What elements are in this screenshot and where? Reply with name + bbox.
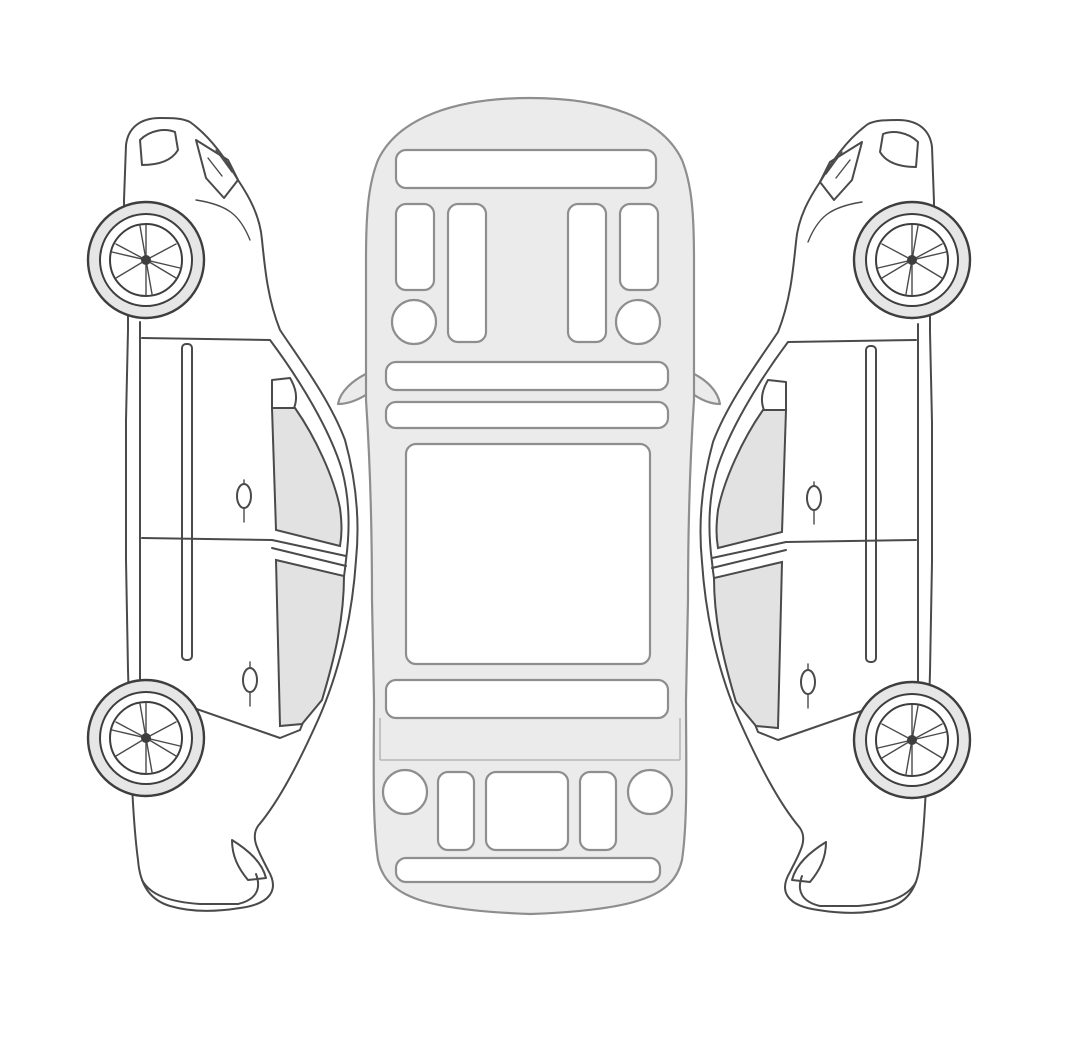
- right-side-mirror[interactable]: [760, 379, 787, 411]
- right-b-pillar-strip[interactable]: [865, 345, 877, 663]
- right-rear-wheel[interactable]: [852, 680, 972, 800]
- top-rear-bumper[interactable]: [394, 856, 662, 884]
- top-roof[interactable]: [404, 442, 652, 666]
- car-right-side-view: [699, 119, 972, 914]
- left-front-grille[interactable]: [195, 139, 239, 199]
- top-front-bumper[interactable]: [394, 148, 658, 190]
- right-front-window[interactable]: [715, 409, 788, 550]
- top-front-left-wheel[interactable]: [390, 298, 438, 346]
- left-front-wheel[interactable]: [86, 200, 206, 320]
- left-grille-slat-2: [215, 149, 233, 173]
- right-door-split: [711, 539, 917, 559]
- top-rear-window[interactable]: [384, 678, 670, 720]
- top-windshield[interactable]: [384, 400, 670, 430]
- left-rear-window[interactable]: [274, 558, 346, 728]
- right-door-split-2: [711, 549, 787, 569]
- right-rear-bumper[interactable]: [798, 875, 917, 907]
- left-front-window[interactable]: [270, 407, 343, 548]
- top-front-left-fender[interactable]: [394, 202, 436, 292]
- left-rear-door-handle[interactable]: [242, 661, 258, 707]
- right-front-wheel[interactable]: [852, 200, 972, 320]
- right-front-headlight[interactable]: [879, 131, 919, 168]
- left-side-mirror[interactable]: [271, 377, 298, 409]
- left-door-split-2: [271, 547, 347, 567]
- right-front-door-handle[interactable]: [806, 481, 822, 525]
- left-tail-light[interactable]: [231, 839, 267, 881]
- right-grille-slat: [835, 159, 851, 179]
- top-rear-left-wheel[interactable]: [381, 768, 429, 816]
- left-front-door-handle[interactable]: [236, 479, 252, 523]
- car-left-side-view: [86, 117, 359, 912]
- left-rear-wheel[interactable]: [86, 678, 206, 798]
- top-rear-right-wheel[interactable]: [626, 768, 674, 816]
- right-rear-window[interactable]: [712, 560, 784, 730]
- left-rear-bumper[interactable]: [141, 873, 260, 905]
- top-front-right-rail[interactable]: [566, 202, 608, 344]
- right-tail-light[interactable]: [791, 841, 827, 883]
- top-trunk-lid[interactable]: [484, 770, 570, 852]
- top-hood-rear-edge[interactable]: [384, 360, 670, 392]
- top-front-right-fender[interactable]: [618, 202, 660, 292]
- left-grille-slat: [207, 157, 223, 177]
- car-top-view: [336, 96, 722, 916]
- right-hood-line: [807, 201, 863, 243]
- left-b-pillar-strip[interactable]: [181, 343, 193, 661]
- top-front-left-rail[interactable]: [446, 202, 488, 344]
- top-rear-right-quarter[interactable]: [578, 770, 618, 852]
- top-rear-left-quarter[interactable]: [436, 770, 476, 852]
- left-door-split: [141, 537, 347, 557]
- right-grille-slat-2: [825, 151, 843, 175]
- left-front-headlight[interactable]: [139, 129, 179, 166]
- right-rear-door-handle[interactable]: [800, 663, 816, 709]
- left-hood-line: [195, 199, 251, 241]
- top-front-right-wheel[interactable]: [614, 298, 662, 346]
- right-front-grille[interactable]: [819, 141, 863, 201]
